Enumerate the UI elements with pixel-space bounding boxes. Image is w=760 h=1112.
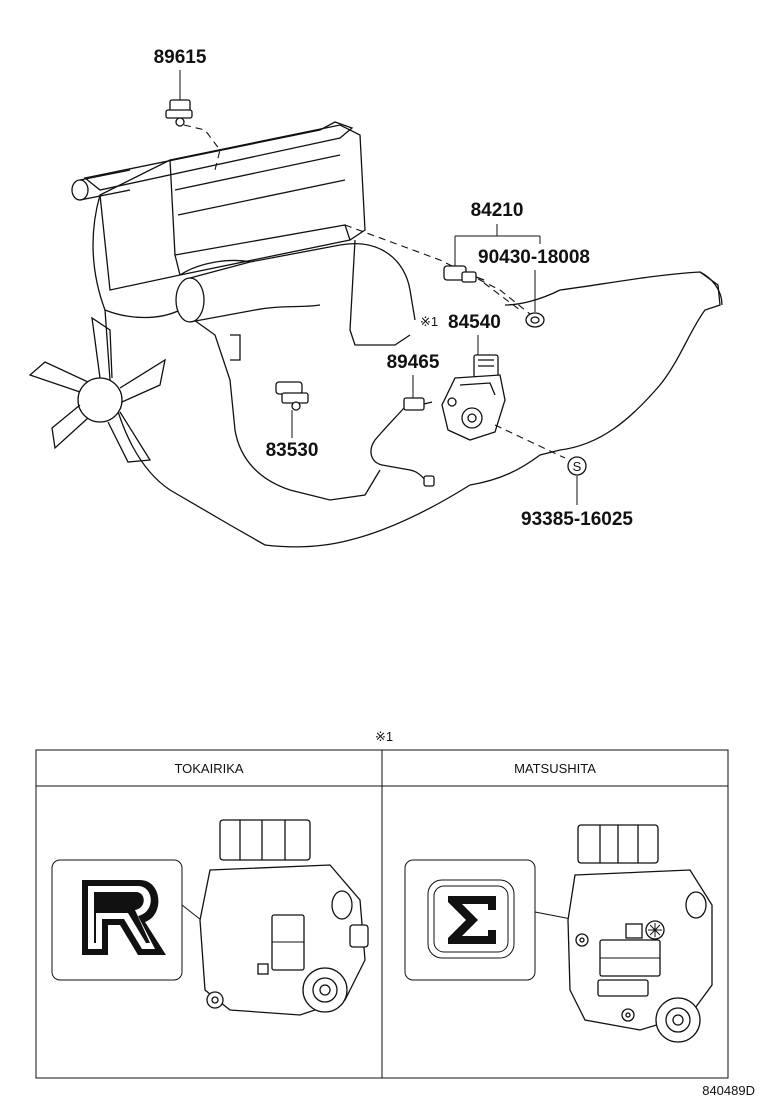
part-84540[interactable]: ※1 84540 (420, 312, 566, 459)
tokairika-logo (51, 859, 183, 981)
engine-assembly-illustration (28, 121, 723, 548)
header-matsushita: MATSUSHITA (514, 761, 596, 776)
part-89615[interactable]: 89615 (154, 47, 221, 171)
part-number-89465: 89465 (387, 352, 440, 373)
oil-pressure-switch-icon (443, 265, 485, 283)
neutral-start-switch-icon (441, 354, 506, 441)
part-89465[interactable]: 89465 (370, 352, 440, 487)
detail-note-mark: ※1 (375, 729, 393, 744)
part-number-83530: 83530 (266, 440, 319, 461)
tokairika-switch-illustration (199, 819, 369, 1016)
cooling-fan-illustration (28, 316, 166, 463)
part-number-90430-18008: 90430-18008 (478, 247, 590, 268)
matsushita-switch-illustration (567, 824, 713, 1043)
s-symbol-circle (567, 456, 587, 476)
part-93385-16025[interactable]: S 93385-16025 (521, 456, 633, 530)
diagram-id: 840489D (702, 1083, 755, 1098)
header-tokairika: TOKAIRIKA (174, 761, 243, 776)
part-number-93385-16025: 93385-16025 (521, 509, 633, 530)
matsushita-logo (404, 859, 536, 981)
part-84540-note-mark: ※1 (420, 314, 438, 329)
oxygen-sensor-icon (370, 397, 435, 487)
sigma-mark-icon (625, 923, 643, 939)
part-number-84210: 84210 (471, 200, 524, 221)
part-number-89615: 89615 (154, 47, 207, 68)
part-84210-group[interactable]: 84210 90430-18008 (443, 200, 590, 328)
sensor-89615-icon (165, 99, 193, 127)
detail-table: ※1 TOKAIRIKA MATSUSHITA (35, 729, 729, 1079)
pressure-sender-icon (275, 381, 309, 411)
part-number-84540: 84540 (448, 312, 501, 333)
s-symbol-label: S (573, 459, 582, 474)
gasket-ring-icon (525, 312, 545, 328)
part-83530[interactable]: 83530 (266, 381, 319, 461)
